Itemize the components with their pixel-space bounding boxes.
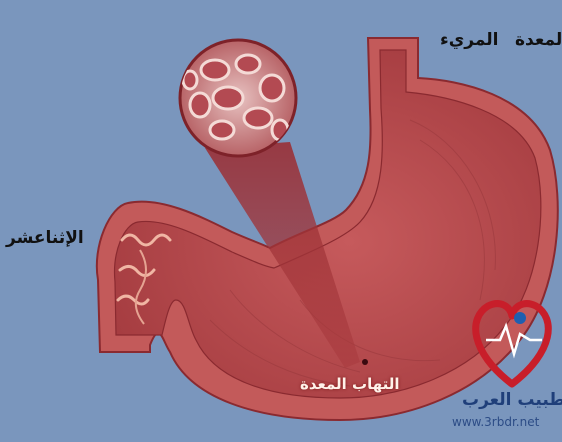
label-duodenum: الإثناعشر (6, 228, 84, 248)
label-esophagus: المريء (440, 30, 498, 50)
watermark-name: طبيب العرب (462, 390, 562, 410)
magnified-tissue-lens (180, 40, 296, 156)
inflammation-point (362, 359, 368, 365)
label-gastritis: التهاب المعدة (300, 375, 400, 393)
watermark-url[interactable]: www.3rbdr.net (452, 415, 539, 429)
label-stomach: المعدة (515, 30, 562, 50)
